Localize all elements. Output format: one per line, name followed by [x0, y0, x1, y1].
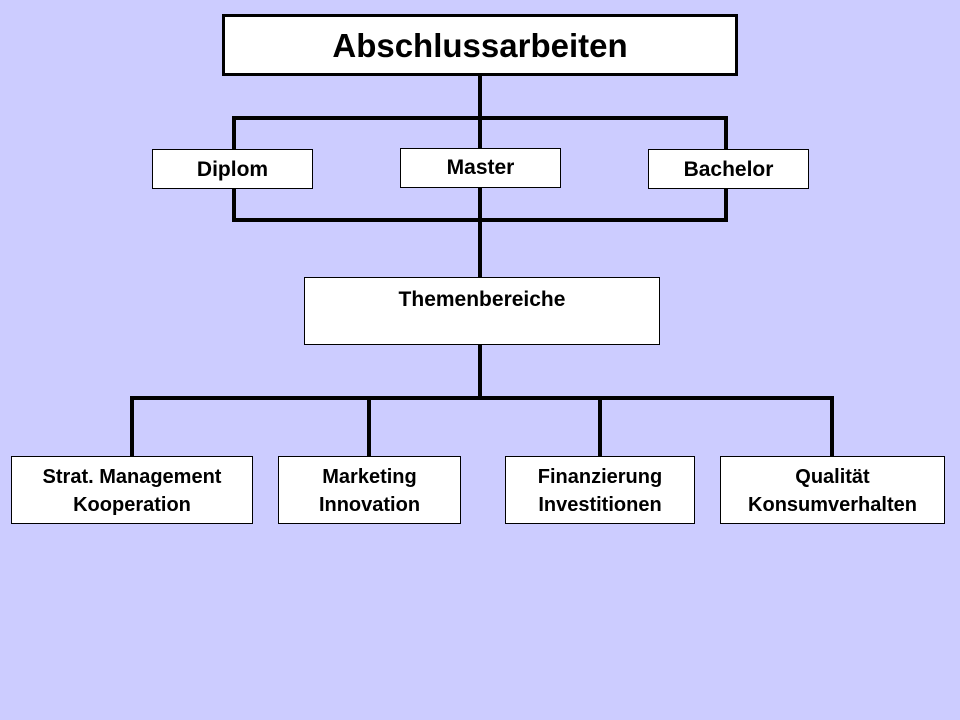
degree-label-master: Master	[446, 156, 515, 179]
topic-box-marketing: Marketing Innovation	[278, 456, 461, 524]
connector-topics-bar	[130, 396, 834, 400]
degree-box-bachelor: Bachelor	[648, 149, 809, 189]
title-box: Abschlussarbeiten	[222, 14, 738, 76]
connector-topic-1	[130, 396, 134, 457]
topic-line-1: Qualität	[795, 466, 870, 488]
topic-line-1: Marketing	[322, 466, 417, 488]
connector-to-themen	[478, 218, 482, 278]
connector-topic-4	[830, 396, 834, 457]
topic-line-1: Finanzierung	[537, 466, 663, 488]
themen-label: Themenbereiche	[398, 288, 566, 311]
topic-line-2: Kooperation	[73, 494, 191, 516]
connector-themen-down	[478, 345, 482, 399]
topic-line-2: Konsumverhalten	[748, 494, 917, 516]
degree-label-diplom: Diplom	[196, 158, 269, 181]
connector-topic-3	[598, 396, 602, 457]
topic-line-2: Innovation	[318, 494, 421, 516]
degree-box-master: Master	[400, 148, 561, 188]
topic-box-strategy: Strat. Management Kooperation	[11, 456, 253, 524]
degree-label-bachelor: Bachelor	[683, 158, 774, 181]
connector-title-down	[478, 76, 482, 118]
topic-line-2: Investitionen	[538, 494, 662, 516]
connector-topic-2	[367, 396, 371, 457]
topic-box-finance: Finanzierung Investitionen	[505, 456, 695, 524]
topic-box-quality: Qualität Konsumverhalten	[720, 456, 945, 524]
title-text: Abschlussarbeiten	[332, 27, 628, 64]
degree-box-diplom: Diplom	[152, 149, 313, 189]
themen-box: Themenbereiche	[304, 277, 660, 345]
topic-line-1: Strat. Management	[42, 466, 222, 488]
